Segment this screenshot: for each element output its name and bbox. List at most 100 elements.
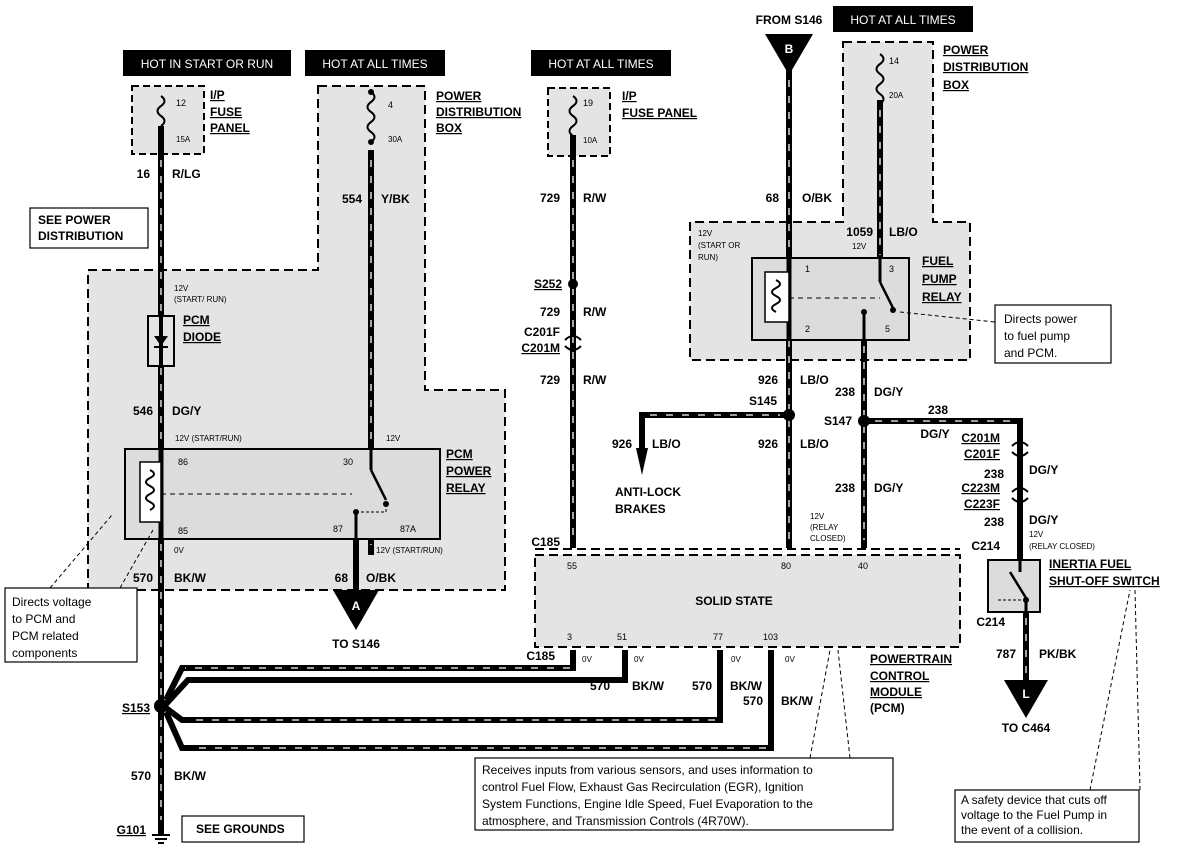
svg-text:FUSE: FUSE: [210, 105, 242, 119]
svg-text:CONTROL: CONTROL: [870, 669, 929, 683]
svg-text:R/W: R/W: [583, 191, 607, 205]
svg-text:PANEL: PANEL: [210, 121, 250, 135]
splice-s252: S252: [534, 277, 578, 291]
svg-text:PCM related: PCM related: [12, 629, 79, 643]
svg-text:787: 787: [996, 647, 1016, 661]
svg-text:S147: S147: [824, 414, 852, 428]
svg-text:14: 14: [889, 56, 899, 66]
svg-text:926: 926: [758, 373, 778, 387]
svg-text:(PCM): (PCM): [870, 701, 905, 715]
svg-text:RUN): RUN): [698, 253, 718, 262]
svg-text:546: 546: [133, 404, 153, 418]
svg-text:the event of a collision.: the event of a collision.: [961, 823, 1083, 837]
svg-text:A safety device that cuts off: A safety device that cuts off: [961, 793, 1108, 807]
svg-text:C201M: C201M: [521, 341, 560, 355]
inertia-switch: 12V (RELAY CLOSED) INERTIA FUEL SHUT-OFF…: [987, 530, 1160, 613]
svg-text:LB/O: LB/O: [889, 225, 918, 239]
fuse-19-location: I/P FUSE PANEL: [622, 89, 697, 120]
svg-text:S252: S252: [534, 277, 562, 291]
pcm-diode: 12V (START/ RUN) PCM DIODE: [147, 284, 227, 367]
svg-text:LB/O: LB/O: [652, 437, 681, 451]
svg-text:238: 238: [835, 481, 855, 495]
see-power-distribution: SEE POWER DISTRIBUTION: [29, 207, 149, 249]
svg-text:10A: 10A: [583, 136, 598, 145]
svg-text:Y/BK: Y/BK: [381, 192, 410, 206]
svg-text:12V (START/RUN): 12V (START/RUN): [175, 434, 242, 443]
header-hot-at-all-times-3: HOT AT ALL TIMES: [833, 6, 973, 32]
svg-text:DG/Y: DG/Y: [920, 427, 949, 441]
svg-text:103: 103: [763, 632, 778, 642]
svg-text:BRAKES: BRAKES: [615, 502, 666, 516]
svg-text:RELAY: RELAY: [922, 290, 962, 304]
svg-text:12V: 12V: [698, 229, 713, 238]
svg-text:MODULE: MODULE: [870, 685, 922, 699]
svg-text:FUEL: FUEL: [922, 254, 953, 268]
svg-text:PK/BK: PK/BK: [1039, 647, 1077, 661]
svg-text:3: 3: [889, 264, 894, 274]
svg-text:570: 570: [133, 571, 153, 585]
svg-text:to PCM and: to PCM and: [12, 612, 75, 626]
svg-text:POWER: POWER: [446, 464, 492, 478]
svg-text:LB/O: LB/O: [800, 373, 829, 387]
svg-text:S153: S153: [122, 701, 150, 715]
svg-text:0V: 0V: [785, 655, 795, 664]
svg-text:4: 4: [388, 100, 393, 110]
svg-text:(START OR: (START OR: [698, 241, 740, 250]
wire-labels: 16 R/LG 554 Y/BK 546 DG/Y 570 BK/W 68 O/…: [131, 167, 1077, 783]
connector-c185-bottom: C185: [526, 649, 555, 663]
svg-text:components: components: [12, 646, 77, 660]
svg-text:238: 238: [928, 403, 948, 417]
fuse-box-ip19: [547, 87, 611, 157]
svg-text:Directs power: Directs power: [1004, 312, 1077, 326]
pcm-module: SOLID STATE 55 80 40 3 51 77 103 0V 0V 0…: [535, 512, 960, 715]
splice-s147: S147: [824, 414, 870, 428]
svg-text:RELAY: RELAY: [446, 481, 486, 495]
svg-text:DISTRIBUTION: DISTRIBUTION: [38, 229, 123, 243]
fuse-14-location: POWER DISTRIBUTION BOX: [943, 43, 1028, 92]
svg-text:19: 19: [583, 98, 593, 108]
svg-text:R/W: R/W: [583, 305, 607, 319]
svg-text:A: A: [352, 599, 361, 613]
fuse-box-ip12: [131, 85, 205, 155]
svg-text:G101: G101: [117, 823, 147, 837]
svg-text:2: 2: [805, 324, 810, 334]
svg-text:SHUT-OFF SWITCH: SHUT-OFF SWITCH: [1049, 574, 1160, 588]
svg-text:554: 554: [342, 192, 362, 206]
svg-text:570: 570: [131, 769, 151, 783]
svg-text:570: 570: [743, 694, 763, 708]
svg-text:HOT AT ALL TIMES: HOT AT ALL TIMES: [850, 13, 955, 27]
svg-text:55: 55: [567, 561, 577, 571]
svg-text:C223F: C223F: [964, 497, 1000, 511]
svg-text:SEE POWER: SEE POWER: [38, 213, 111, 227]
svg-text:(RELAY: (RELAY: [810, 523, 839, 532]
svg-text:1059: 1059: [846, 225, 873, 239]
ground-g101: G101: [117, 823, 170, 844]
svg-text:729: 729: [540, 191, 560, 205]
svg-text:and PCM.: and PCM.: [1004, 346, 1057, 360]
svg-text:HOT AT ALL TIMES: HOT AT ALL TIMES: [322, 57, 427, 71]
svg-text:I/P: I/P: [622, 89, 637, 103]
svg-text:atmosphere, and Transmission C: atmosphere, and Transmission Controls (4…: [482, 814, 749, 828]
svg-text:TO C464: TO C464: [1002, 721, 1051, 735]
svg-text:Directs voltage: Directs voltage: [12, 595, 92, 609]
svg-text:12V: 12V: [852, 242, 867, 251]
svg-text:SEE GROUNDS: SEE GROUNDS: [196, 822, 285, 836]
svg-text:DG/Y: DG/Y: [874, 481, 903, 495]
connector-c223: C223M C223F: [961, 481, 1029, 511]
svg-text:R/W: R/W: [583, 373, 607, 387]
svg-text:B: B: [785, 42, 794, 56]
svg-text:DG/Y: DG/Y: [1029, 463, 1058, 477]
header-hot-at-all-times-2: HOT AT ALL TIMES: [531, 50, 671, 76]
svg-text:570: 570: [692, 679, 712, 693]
svg-text:BK/W: BK/W: [730, 679, 763, 693]
svg-text:DG/Y: DG/Y: [874, 385, 903, 399]
svg-text:238: 238: [835, 385, 855, 399]
svg-text:80: 80: [781, 561, 791, 571]
svg-text:PCM: PCM: [446, 447, 473, 461]
svg-text:0V: 0V: [582, 655, 592, 664]
svg-text:5: 5: [885, 324, 890, 334]
svg-text:BK/W: BK/W: [781, 694, 814, 708]
svg-text:INERTIA FUEL: INERTIA FUEL: [1049, 557, 1131, 571]
svg-text:0V: 0V: [731, 655, 741, 664]
